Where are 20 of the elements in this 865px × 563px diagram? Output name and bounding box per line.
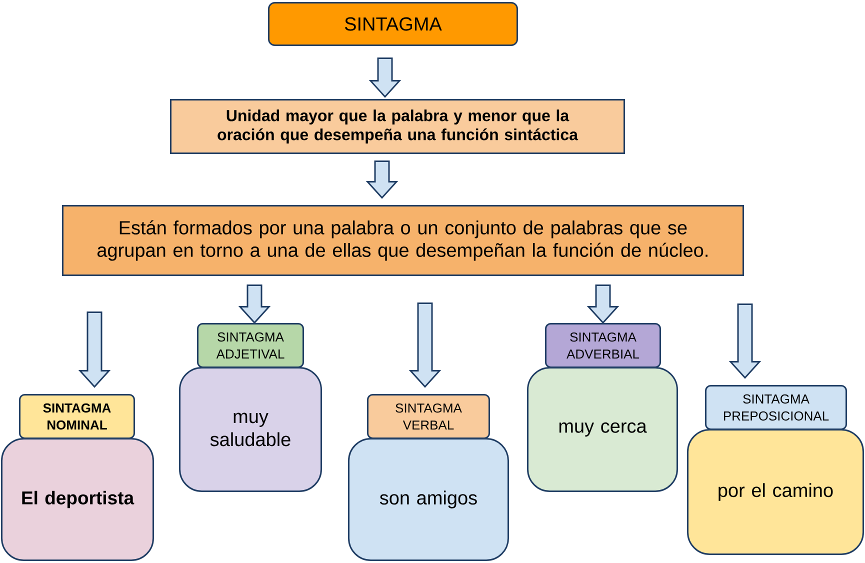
example-box: muy saludable (179, 367, 322, 492)
example-box: muy cerca (527, 367, 678, 492)
label-tab: SINTAGMA ADVERBIAL (545, 323, 661, 368)
description-box: Están formados por una palabra o un conjunto de palabras que se agrupan en torno a una de ellas que desempeñan la función de núcleo. (62, 205, 744, 276)
block-arrow (238, 284, 271, 324)
concept-box: SINTAGMA (268, 2, 518, 46)
label-tab: SINTAGMA VERBAL (367, 394, 490, 439)
example-box: por el camino (687, 429, 864, 555)
definition-box: Unidad mayor que la palabra y menor que la oración que desempeña una función sintáctica (170, 99, 625, 154)
block-arrow (586, 284, 620, 324)
block-arrow (78, 312, 111, 388)
label-tab: SINTAGMA ADJETIVAL (197, 323, 304, 368)
block-arrow (408, 302, 442, 388)
example-box: El deportista (1, 438, 154, 561)
label-tab: SINTAGMA NOMINAL (19, 394, 135, 439)
block-arrow (368, 58, 402, 98)
label-tab: SINTAGMA PREPOSICIONAL (705, 385, 847, 430)
block-arrow (366, 160, 398, 199)
block-arrow (728, 304, 762, 379)
example-box: son amigos (348, 438, 509, 561)
